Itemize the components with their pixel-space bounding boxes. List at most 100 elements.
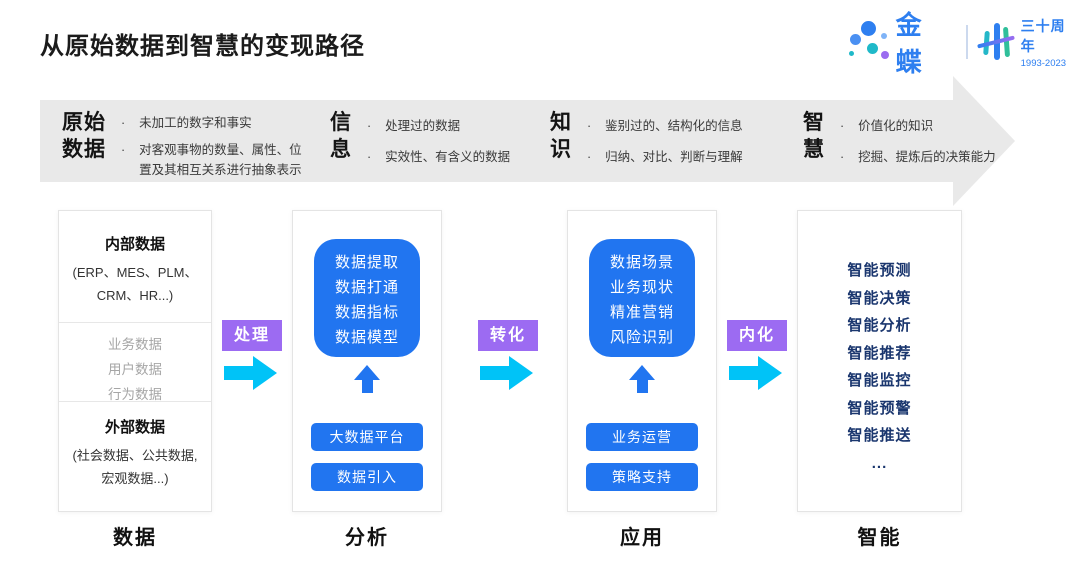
card-line: 数据打通 [334,279,399,296]
list-item: 智能监控 [847,372,912,389]
kingdee-dots-icon [848,19,890,65]
bullet-text: 归纳、对比、判断与理解 [605,150,743,164]
intelligence-list: 智能预测 智能决策 智能分析 智能推荐 智能监控 智能预警 智能推送 ... [798,211,961,477]
card-line: 风险识别 [609,329,674,346]
strategy-support-button: 策略支持 [586,463,698,491]
up-arrow-icon [629,365,655,393]
list-item: 智能推荐 [847,344,912,362]
connector-transform: 转化 [478,320,538,390]
process-badge: 处理 [222,320,282,351]
external-data-section: 外部数据 (社会数据、公共数据, 宏观数据...) [59,402,211,491]
banner-stage-information: 信 息 处理过的数据 实效性、有含义的数据 [330,110,510,178]
card-line: 数据场景 [609,254,674,271]
page-title: 从原始数据到智慧的变现路径 [40,33,365,60]
analysis-card: 数据提取 数据打通 数据指标 数据模型 [314,239,420,357]
stage-name-line: 知 [550,111,572,134]
bullet-item: 鉴别过的、结构化的信息 [587,116,743,136]
stage-bullets: 处理过的数据 实效性、有含义的数据 [367,110,510,178]
thirty-anniversary-icon [977,20,1015,64]
data-type-item: 业务数据 [108,337,162,352]
bullet-text: 挖掘、提炼后的决策能力 [858,150,996,164]
section-subtitle: (社会数据、公共数据, 宏观数据...) [59,444,211,491]
banner-stage-knowledge: 知 识 鉴别过的、结构化的信息 归纳、对比、判断与理解 [550,110,743,178]
list-item: 智能决策 [847,289,912,307]
right-arrow-icon [727,356,783,390]
data-import-button: 数据引入 [311,463,423,491]
card-line: 数据模型 [334,329,399,346]
stage-bullets: 鉴别过的、结构化的信息 归纳、对比、判断与理解 [587,110,743,178]
list-item: 智能推送 [847,427,912,444]
intelligence-box: 智能预测 智能决策 智能分析 智能推荐 智能监控 智能预警 智能推送 ... [797,210,962,512]
list-item: 智能分析 [847,317,912,334]
application-box: 数据场景 业务现状 精准营销 风险识别 业务运营 策略支持 [567,210,717,512]
data-types-section: 业务数据 用户数据 行为数据 [59,323,211,402]
brand-name: 金蝶 [895,10,925,77]
stage-bullets: 未加工的数字和事实 对客观事物的数量、属性、位置及其相互关系进行抽象表示 [121,110,309,187]
section-title: 外部数据 [104,419,165,436]
subtitle-line: (社会数据、公共数据, [72,448,198,463]
connector-internalize: 内化 [727,320,787,390]
subtitle-line: (ERP、MES、PLM、 [72,265,198,280]
stage-name: 原始 数据 [62,110,106,164]
stage-name-line: 息 [330,137,352,161]
card-line: 精准营销 [609,304,674,321]
bullet-text: 实效性、有含义的数据 [385,150,511,164]
banner-stage-raw-data: 原始 数据 未加工的数字和事实 对客观事物的数量、属性、位置及其相互关系进行抽象… [62,110,309,187]
column-label-application: 应用 [620,527,664,549]
right-arrow-icon [478,356,534,390]
anniversary-years: 1993-2023 [1020,57,1067,69]
stage-name-line: 慧 [803,137,825,161]
card-line: 数据提取 [334,254,399,271]
section-subtitle: (ERP、MES、PLM、 CRM、HR...) [59,261,211,308]
connector-process: 处理 [222,320,282,390]
bullet-text: 对客观事物的数量、属性、位置及其相互关系进行抽象表示 [139,143,302,177]
column-label-data: 数据 [113,527,157,549]
column-label-analysis: 分析 [345,527,389,549]
analysis-box: 数据提取 数据打通 数据指标 数据模型 大数据平台 数据引入 [292,210,442,512]
anniversary-label: 三十周年 [1020,17,1066,54]
bullet-item: 价值化的知识 [840,116,996,136]
big-data-platform-button: 大数据平台 [311,423,423,451]
internal-data-section: 内部数据 (ERP、MES、PLM、 CRM、HR...) [59,211,211,323]
stage-name-line: 数据 [62,137,106,161]
stage-name: 知 识 [550,110,572,164]
stage-bullets: 价值化的知识 挖掘、提炼后的决策能力 [840,110,996,178]
bullet-item: 实效性、有含义的数据 [367,147,510,167]
banner-arrow-head [953,76,1015,206]
stage-name-line: 识 [550,137,572,161]
bullet-item: 对客观事物的数量、属性、位置及其相互关系进行抽象表示 [121,140,309,180]
section-title: 内部数据 [104,236,165,253]
business-operation-button: 业务运营 [586,423,698,451]
kingdee-logo: 金蝶 三十周年 1993-2023 [848,10,1080,77]
list-item: 智能预警 [847,399,912,417]
right-arrow-icon [222,356,278,390]
stage-name: 信 息 [330,110,352,164]
subtitle-line: CRM、HR...) [96,288,174,304]
logo-divider [965,25,968,59]
bullet-item: 挖掘、提炼后的决策能力 [840,147,996,167]
bullet-item: 归纳、对比、判断与理解 [587,147,743,167]
internalize-badge: 内化 [727,320,787,351]
bullet-text: 价值化的知识 [858,119,934,133]
column-label-intelligence: 智能 [857,527,902,549]
bullet-item: 未加工的数字和事实 [121,113,309,133]
stage-name-line: 原始 [62,111,106,134]
data-type-item: 行为数据 [108,387,162,402]
stage-name-line: 智 [803,111,825,134]
stage-name: 智 慧 [803,110,825,164]
bullet-item: 处理过的数据 [367,116,510,136]
banner-stage-wisdom: 智 慧 价值化的知识 挖掘、提炼后的决策能力 [803,110,996,178]
data-type-item: 用户数据 [108,362,162,377]
bullet-text: 未加工的数字和事实 [139,116,252,130]
ellipsis-item: ... [871,454,888,472]
stage-name-line: 信 [330,111,352,134]
bullet-text: 鉴别过的、结构化的信息 [605,119,743,133]
data-sources-box: 内部数据 (ERP、MES、PLM、 CRM、HR...) 业务数据 用户数据 … [58,210,212,512]
up-arrow-icon [354,365,380,393]
anniversary-text: 三十周年 1993-2023 [1021,16,1080,69]
subtitle-line: 宏观数据...) [101,471,169,487]
card-line: 数据指标 [334,304,399,321]
bullet-text: 处理过的数据 [385,119,461,133]
list-item: 智能预测 [847,262,912,279]
